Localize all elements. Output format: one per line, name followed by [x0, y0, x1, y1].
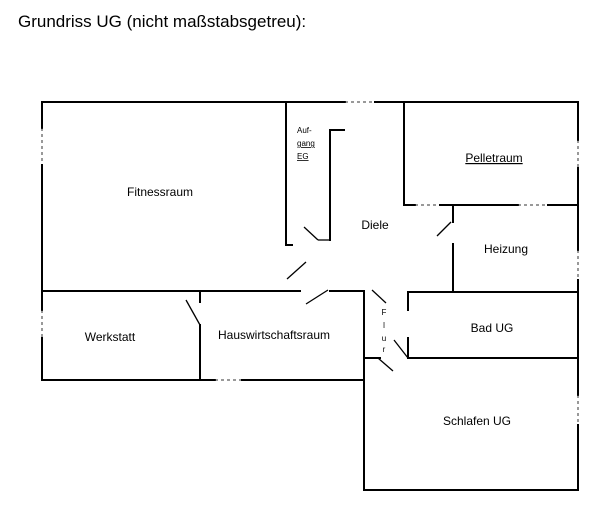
room-label-aufgang-line3: EG [297, 152, 309, 161]
room-label-aufgang-line1: Auf- [297, 126, 312, 135]
room-label-schlafen-ug: Schlafen UG [443, 414, 511, 428]
outer-walls [41, 101, 579, 491]
room-label-aufgang-line2: gang [297, 139, 315, 148]
doors [185, 221, 452, 372]
room-label-flur-letter: l [383, 321, 385, 330]
room-label-flur-letter: F [382, 308, 387, 317]
room-label-bad-ug: Bad UG [471, 321, 514, 335]
room-label-heizung: Heizung [484, 242, 528, 256]
room-label-fitnessraum: Fitnessraum [127, 185, 193, 199]
room-label-flur-letter: r [383, 345, 386, 354]
room-label-werkstatt: Werkstatt [85, 330, 136, 344]
room-labels: Fitnessraum Auf- gang EG Pelletraum Diel… [85, 126, 528, 428]
page-title: Grundriss UG (nicht maßstabsgetreu): [18, 12, 307, 31]
room-label-diele: Diele [361, 218, 389, 232]
room-label-hauswirtschaftsraum: Hauswirtschaftsraum [218, 328, 330, 342]
room-label-flur-letter: u [382, 334, 386, 343]
room-label-pelletraum: Pelletraum [465, 151, 522, 165]
interior-walls [41, 101, 579, 381]
